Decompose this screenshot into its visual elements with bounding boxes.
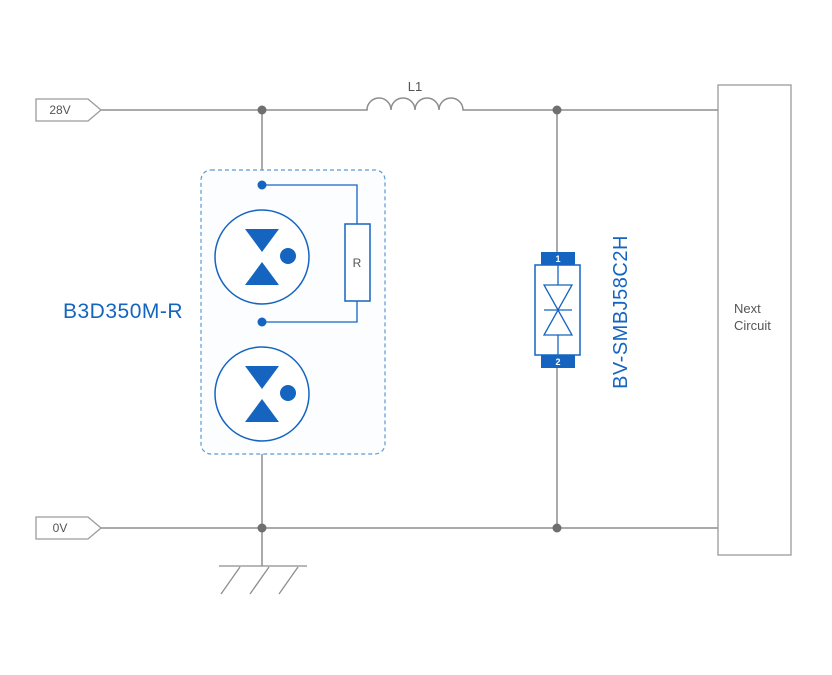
junction-dot <box>552 523 562 533</box>
tvs-diode-component: 1 2 <box>534 252 581 368</box>
tvs-terminal-2-label: 2 <box>555 357 560 367</box>
discharge-tube-upper <box>214 209 310 305</box>
next-circuit-box <box>717 84 792 556</box>
discharge-tube-lower <box>214 346 310 442</box>
electrode-triangle-up <box>245 262 279 285</box>
next-circuit-label-line1: Next <box>734 301 761 316</box>
supply-flag-0v: 0V <box>35 516 103 540</box>
ground-symbol <box>219 528 307 595</box>
junction-dot <box>552 105 562 115</box>
node-dot-middle <box>257 317 267 327</box>
tvs-symbol <box>542 265 574 355</box>
supply-flag-0v-label: 0V <box>53 521 68 535</box>
gas-dot <box>280 248 296 264</box>
supply-flag-28v-shape <box>35 98 103 122</box>
resistor-body <box>344 223 371 302</box>
gas-dot <box>280 385 296 401</box>
resistor-branch-wire-bottom <box>262 301 358 323</box>
tvs-terminal-1-label: 1 <box>555 254 560 264</box>
tvs-terminal-2 <box>541 355 575 368</box>
supply-flag-0v-shape <box>35 516 103 540</box>
inductor-label: L1 <box>408 79 422 94</box>
next-circuit-block: Next Circuit <box>717 84 792 556</box>
tvs-terminal-1 <box>541 252 575 265</box>
resistor-branch-wire-top <box>262 184 358 224</box>
surge-arrester-component: R <box>200 169 386 455</box>
node-dot-top <box>257 180 267 190</box>
supply-flag-28v: 28V <box>35 98 103 122</box>
electrode-triangle-down <box>245 366 279 389</box>
electrode-triangle-down <box>245 229 279 252</box>
junction-dot <box>257 105 267 115</box>
surge-arrester-part-label: B3D350M-R <box>63 300 183 323</box>
supply-flag-28v-label: 28V <box>49 103 70 117</box>
next-circuit-label-line2: Circuit <box>734 318 771 333</box>
tvs-part-label: BV-SMBJ58C2H <box>610 235 632 389</box>
junction-dot <box>257 523 267 533</box>
resistor-label: R <box>353 256 362 270</box>
electrode-triangle-up <box>245 399 279 422</box>
top-rail-wire <box>101 97 718 111</box>
